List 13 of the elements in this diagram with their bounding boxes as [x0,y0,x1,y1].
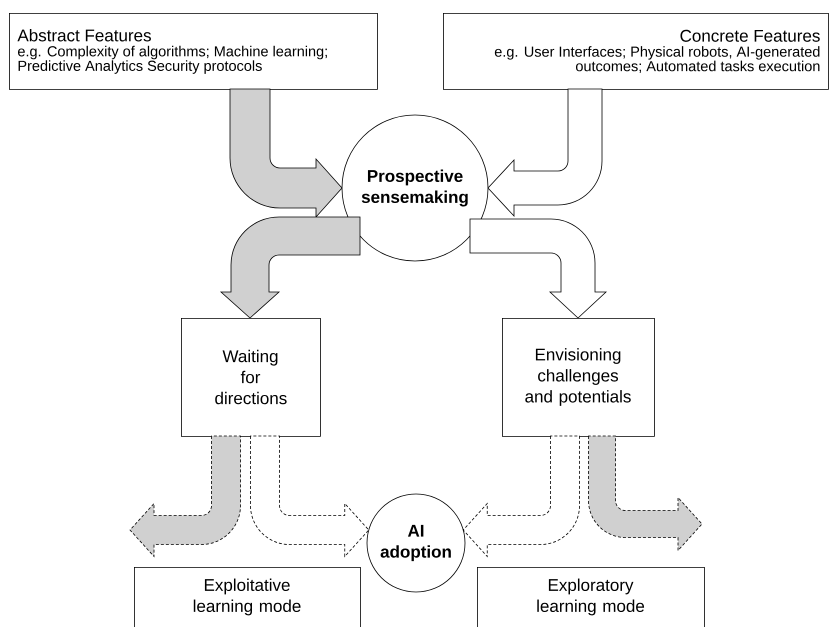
block-arrow [470,218,606,318]
text-box: Exploratory learning mode [477,567,705,627]
block-arrow [230,88,342,218]
block-arrow [462,436,580,557]
text-box: Abstract Features e.g. Complexity of algorithms; Machine learning; Predictive Analytics Security protocols [9,13,378,90]
block-arrow [588,436,702,551]
text-box: Concrete Features e.g. User Interfaces; Physical robots, AI-generated outcomes; Automated tasks execution [443,13,829,90]
block-arrow [220,216,360,318]
block-arrow [488,88,602,216]
block-arrow [250,436,370,557]
text-box: Exploitative learning mode [134,567,361,627]
text-box: Envisioning challenges and potentials [502,318,655,437]
block-arrow [130,436,241,557]
